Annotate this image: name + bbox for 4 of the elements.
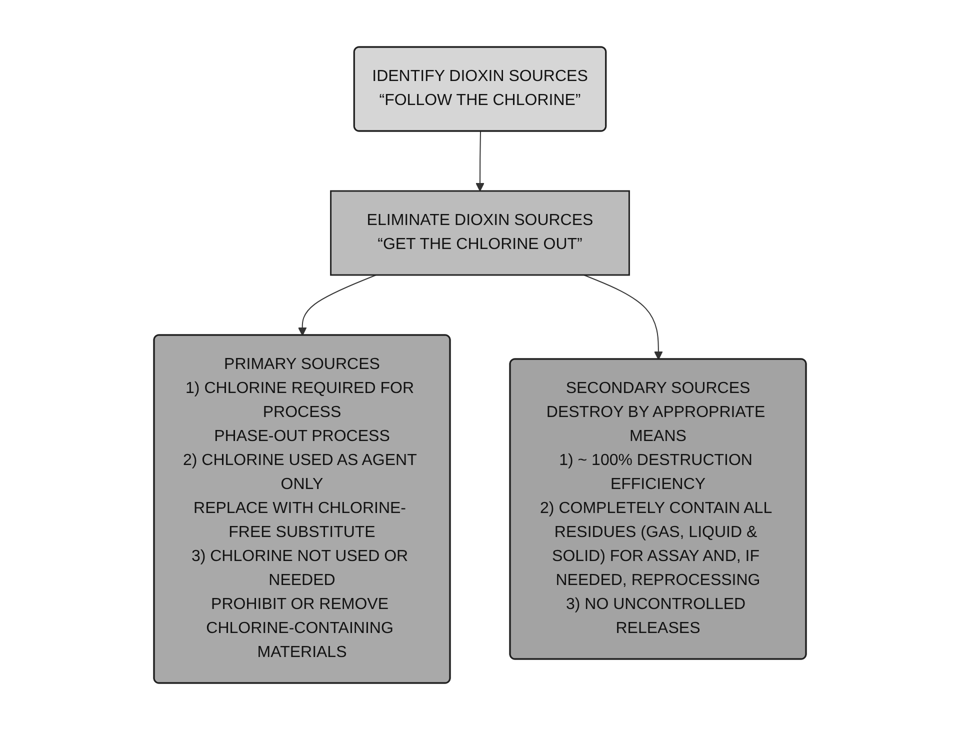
arrow [582, 274, 662, 360]
arrow [297, 274, 376, 336]
node-box: ELIMINATE DIOXIN SOURCES “GET THE CHLORINE OUT” [330, 190, 630, 276]
arrow [475, 130, 484, 191]
